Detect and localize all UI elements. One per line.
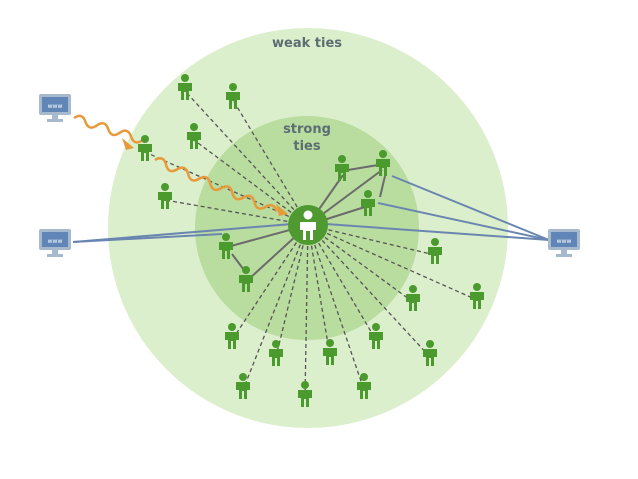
person-icon: [300, 210, 316, 240]
information-flow-wave-2: [154, 157, 278, 212]
weak-link: [307, 224, 365, 391]
strong-link: [347, 164, 379, 171]
www-monitor-left-top: www: [39, 94, 71, 122]
web-link: [377, 202, 550, 241]
weak-ties-label: weak ties: [272, 36, 342, 51]
weak-link: [307, 224, 431, 358]
weak-link: [193, 139, 309, 226]
web-link: [391, 175, 550, 241]
web-link: [325, 223, 550, 241]
weak-link: [307, 224, 436, 256]
web-link: [72, 233, 223, 243]
weak-link: [307, 224, 414, 303]
www-monitor-right: www: [548, 229, 580, 257]
www-label: www: [48, 238, 63, 245]
strong-ties-label-line1: strong: [283, 122, 331, 137]
weak-link: [164, 199, 309, 226]
strong-link: [379, 175, 386, 198]
weak-link: [307, 224, 331, 357]
weak-link: [242, 224, 309, 391]
weak-link: [275, 224, 309, 358]
weak-link: [184, 90, 309, 226]
strong-ties-label-line2: ties: [293, 139, 320, 154]
www-label: www: [557, 238, 572, 245]
strong-link: [231, 253, 245, 271]
weak-link: [304, 224, 309, 399]
weak-link: [232, 99, 309, 226]
flow-arrowhead: [276, 204, 288, 216]
weak-link: [307, 224, 478, 301]
www-label: www: [48, 103, 63, 110]
weak-links: [144, 90, 478, 399]
web-links: [72, 175, 550, 243]
web-link: [72, 223, 293, 243]
information-flow-wave-1: [73, 114, 144, 144]
flow-arrowhead: [122, 138, 134, 150]
weak-link: [307, 224, 377, 341]
www-monitor-left-mid: www: [39, 229, 71, 257]
weak-link: [231, 224, 309, 341]
